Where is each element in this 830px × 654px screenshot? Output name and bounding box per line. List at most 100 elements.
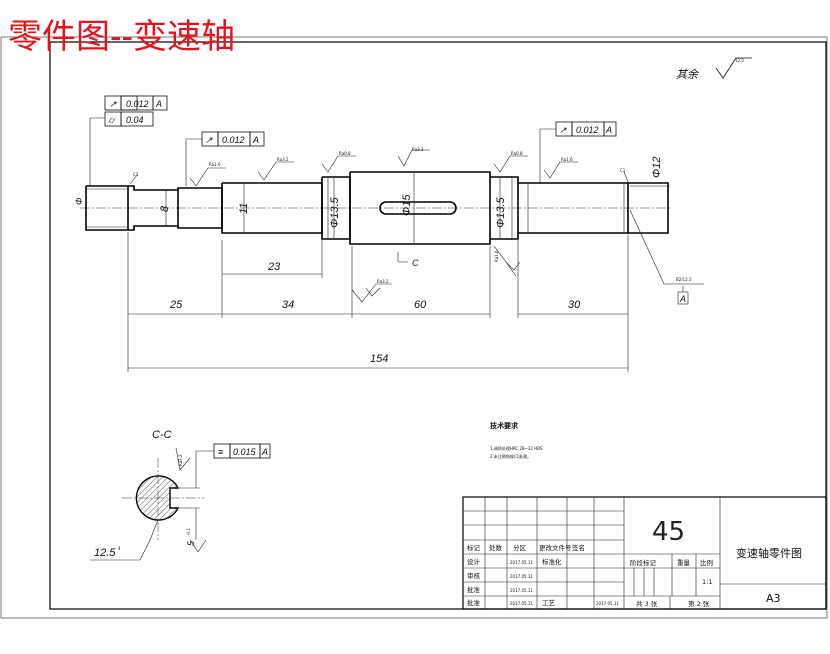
gdt-symmetry: ≡ 0.015 A [213,443,271,459]
svg-text:0.012: 0.012 [576,125,599,135]
row-process-extra: 工艺 [542,599,556,607]
svg-text:12.5: 12.5 [94,547,116,559]
svg-text:Ra3.2: Ra3.2 [412,147,424,152]
svg-text:5: 5 [186,540,196,546]
svg-text:↗: ↗ [559,125,567,135]
svg-text:0.012: 0.012 [222,135,245,145]
tech-req-line2: 2.未注倒角按C1处理。 [490,453,531,459]
row-review-role: 审核 [467,571,481,580]
hdr-change-doc: 更改文件号 [539,543,572,552]
row-design-extra: 标准化 [542,557,562,566]
chamfer-left-label: C1 [133,172,139,177]
dia-15-label: Φ15 [401,194,413,216]
svg-text:0.012: 0.012 [126,99,149,109]
roughness-mark-8-icon: Ra3.2 [351,279,392,303]
len-60-label: 60 [414,299,427,311]
svg-text:A: A [252,135,259,145]
dia-8-label: 8 [159,205,171,212]
len-25-label: 25 [169,299,183,311]
signature-date: 2017.05.11 [596,601,619,606]
tech-req-line1: 1.调质处理HRC 28~32 HBS [490,445,543,451]
tech-req-title: 技术要求 [490,421,519,430]
svg-text:Ra3.2: Ra3.2 [277,157,289,162]
row-approve-date: 2017.05.11 [510,588,533,593]
roughness-symbol-icon: 12.5 [715,57,752,79]
keyway [379,201,457,215]
svg-text:0.015: 0.015 [233,447,257,457]
svg-text:Ra3.2: Ra3.2 [377,279,389,284]
length-dimensions: 23 25 34 60 30 154 [127,232,629,372]
svg-text:Ra0.8: Ra0.8 [511,151,523,156]
svg-text:Ra1.6: Ra1.6 [209,162,221,167]
svg-text:A: A [155,99,162,109]
row-process-role: 批准 [467,598,481,607]
svg-text:A: A [605,125,612,135]
stage-label: 阶段标记 [630,558,657,567]
hdr-zone: 分区 [513,543,527,552]
dia-13-5-right-label: Φ13.5 [495,197,507,228]
section-view [122,458,204,540]
svg-text:↗: ↗ [205,135,213,145]
key-depth-dim: 5 -0.1 [186,508,207,553]
svg-text:≡: ≡ [218,447,223,457]
roughness-mark-6-icon: Ra1.6 [543,157,578,179]
weight-label: 重量 [677,559,691,567]
gdt-runout-3: ↗ 0.012 A [555,121,617,137]
outer-frame [0,36,828,619]
inner-frame [49,41,827,610]
len-23-label: 23 [267,261,281,273]
dia-left-label: Φ [74,197,84,205]
row-approve-role: 批准 [467,585,481,594]
row-design-role: 设计 [467,557,481,566]
section-roughness-icon: Ra3.2 [175,447,191,471]
svg-text:-0.1: -0.1 [186,528,191,536]
row-process-date: 2017.05.11 [510,601,533,606]
part-name-label: 变速轴零件图 [736,546,802,560]
title-block [462,496,827,610]
drawing-title: 零件图--变速轴 [8,17,235,57]
dia-12-label: Φ12 [651,157,663,178]
total-sheets: 共 3 张 [636,599,658,608]
roughness-mark-1-icon: Ra1.6 [189,162,226,187]
row-review-date: 2017.05.11 [510,574,533,579]
dia-13-5-left-label: Φ13.5 [329,197,341,228]
section-marker-c: C [412,258,419,268]
svg-text:↗: ↗ [109,99,117,109]
section-title: C-C [152,429,172,441]
sheet-size-label: A3 [766,592,781,605]
row-design-date: 2017.05.11 [510,560,533,565]
len-154-label: 154 [370,353,388,365]
svg-text:A: A [261,447,268,457]
roughness-mark-2-icon: Ra3.2 [257,157,294,181]
sheet-number: 第 2 张 [688,599,710,608]
hdr-count: 处数 [489,543,503,552]
material-label: 45 [652,517,685,547]
gdt-runout-1: ↗ 0.012 A [104,95,168,111]
svg-text:⌭: ⌭ [108,115,116,125]
shaft-body [80,171,670,245]
hdr-mark: 标记 [467,543,481,552]
roughness-mark-4-icon: Ra3.2 [397,147,430,167]
svg-text:Ra0.8: Ra0.8 [339,151,351,156]
roughness-mark-7-icon: Ra1.6 [493,245,521,277]
svg-text:12.5: 12.5 [735,58,744,63]
svg-text:Ra1.6: Ra1.6 [494,250,499,262]
roughness-mark-5-icon: Ra0.8 [493,151,528,173]
scale-value: 1:1 [702,578,712,586]
section-roughness-main: 12.5 4 [90,519,159,561]
len-30-label: 30 [568,299,581,311]
roughness-mark-3-icon: Ra0.8 [321,151,356,173]
len-34-label: 34 [282,299,294,311]
svg-text:0.04: 0.04 [126,115,144,125]
hdr-sign: 签名 [572,543,585,552]
svg-text:Ra1.6: Ra1.6 [561,157,573,162]
svg-text:4: 4 [118,546,121,551]
center-hole-label: B2/12.5 [676,277,692,282]
svg-text:Ra3.2: Ra3.2 [178,454,183,466]
scale-label: 比例 [700,558,713,567]
datum-a-label: A [679,294,686,304]
gdt-runout-2: ↗ 0.012 A [201,131,265,147]
chamfer-right-label: C1 [620,168,626,173]
other-roughness-label: 其余 [676,68,700,81]
